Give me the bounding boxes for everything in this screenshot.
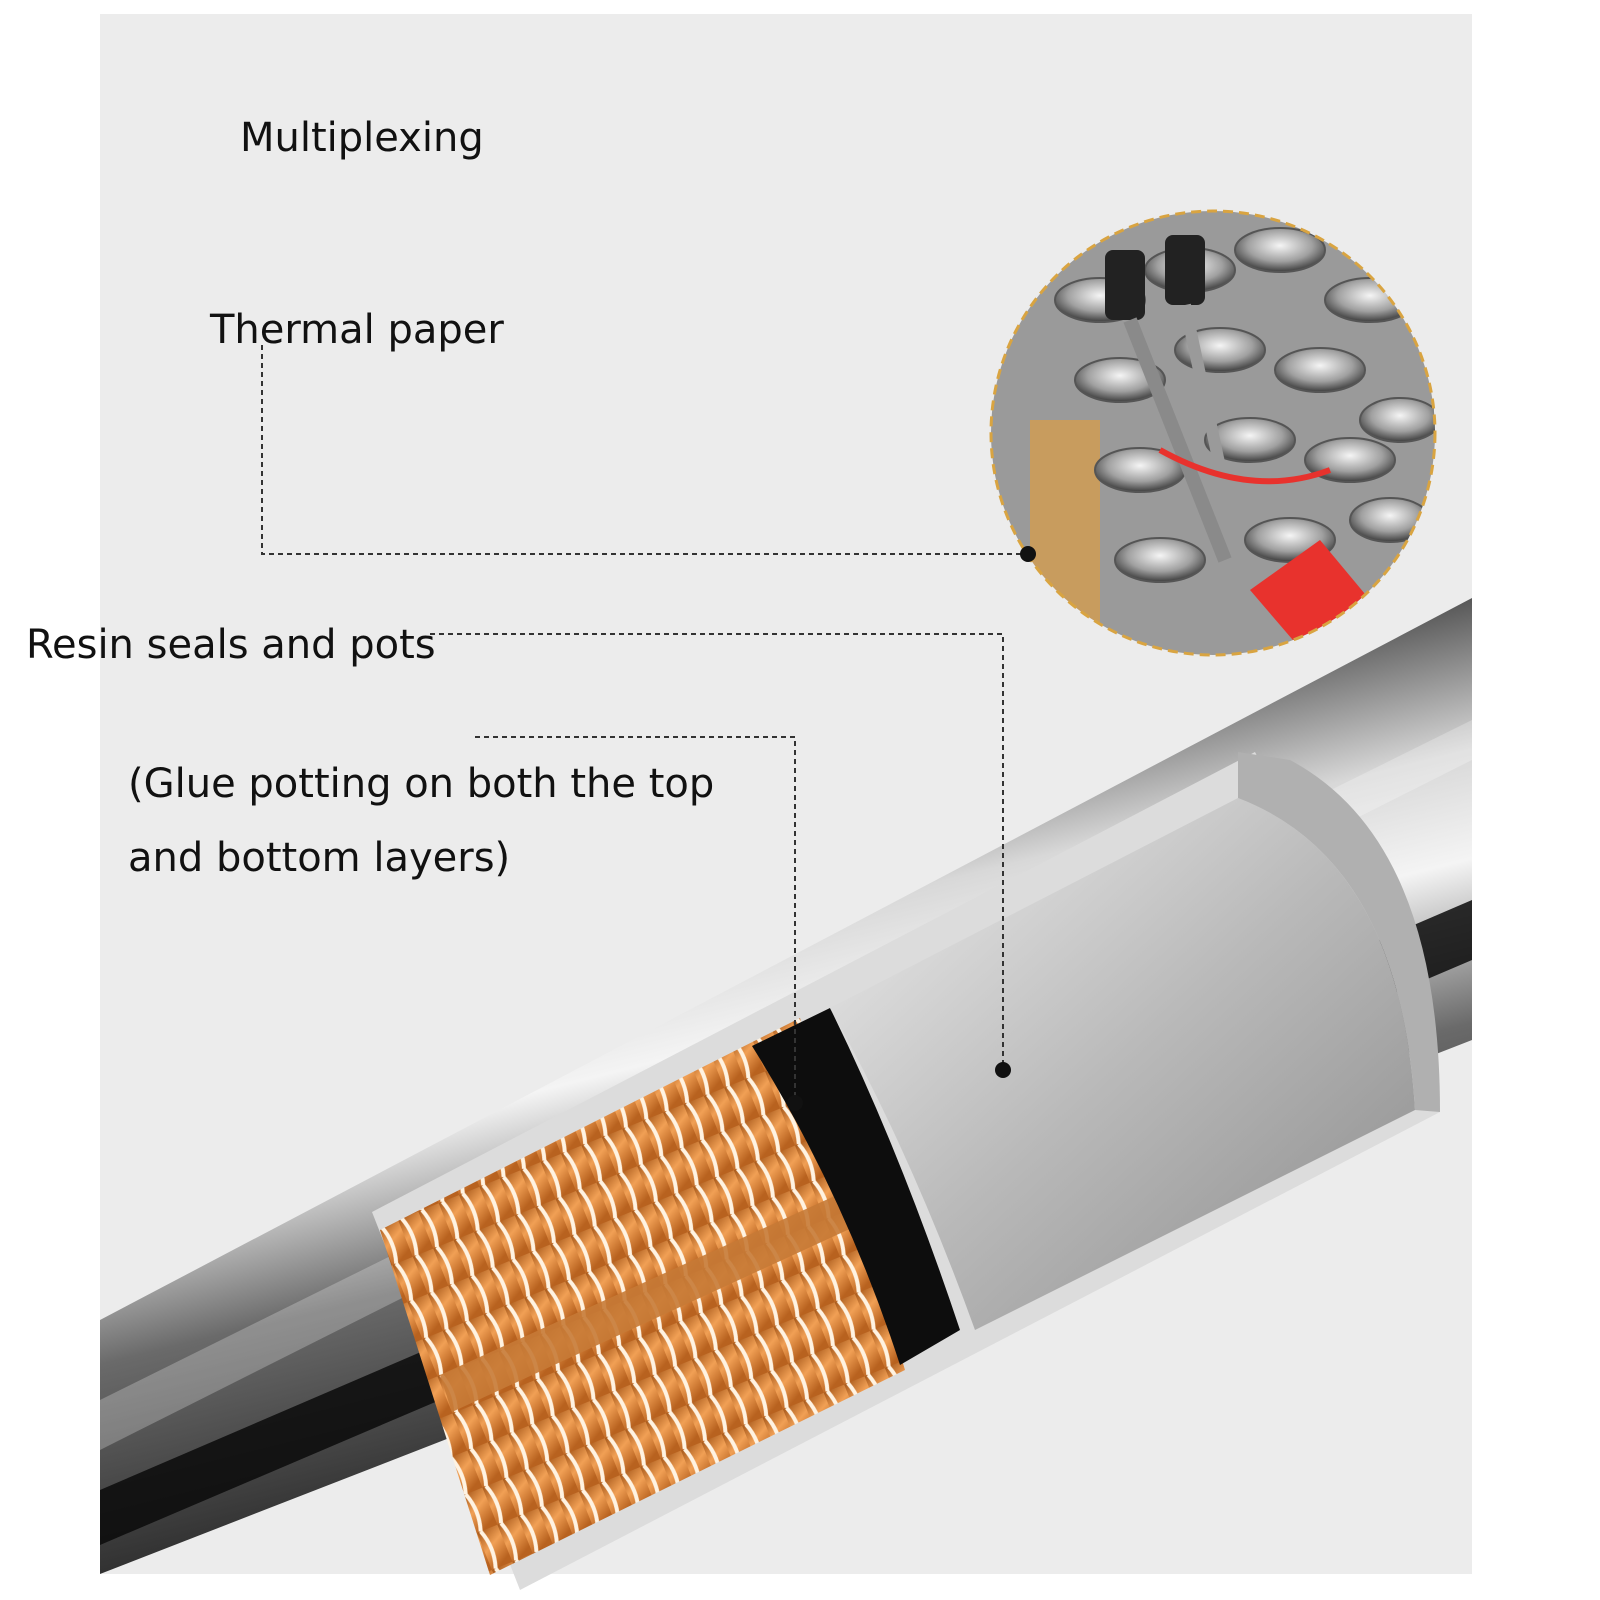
cutaway-section: [372, 752, 1440, 1590]
leader-dots: [787, 546, 1036, 1111]
thermal-paper-leader: [261, 345, 1028, 555]
inset-photo: [991, 211, 1435, 655]
thermal-fill: [830, 798, 1415, 1330]
resin-seal: [752, 1008, 960, 1365]
label-resin: Resin seals and pots: [26, 622, 436, 668]
leader-lines: [261, 345, 1028, 1103]
label-note-line2: and bottom layers): [128, 835, 511, 881]
label-multiplexing: Multiplexing: [240, 115, 484, 161]
note-leader: [475, 736, 796, 1103]
resin-leader: [430, 633, 1004, 1070]
label-note-line1: (Glue potting on both the top: [128, 761, 715, 807]
label-thermal-paper: Thermal paper: [210, 307, 504, 353]
